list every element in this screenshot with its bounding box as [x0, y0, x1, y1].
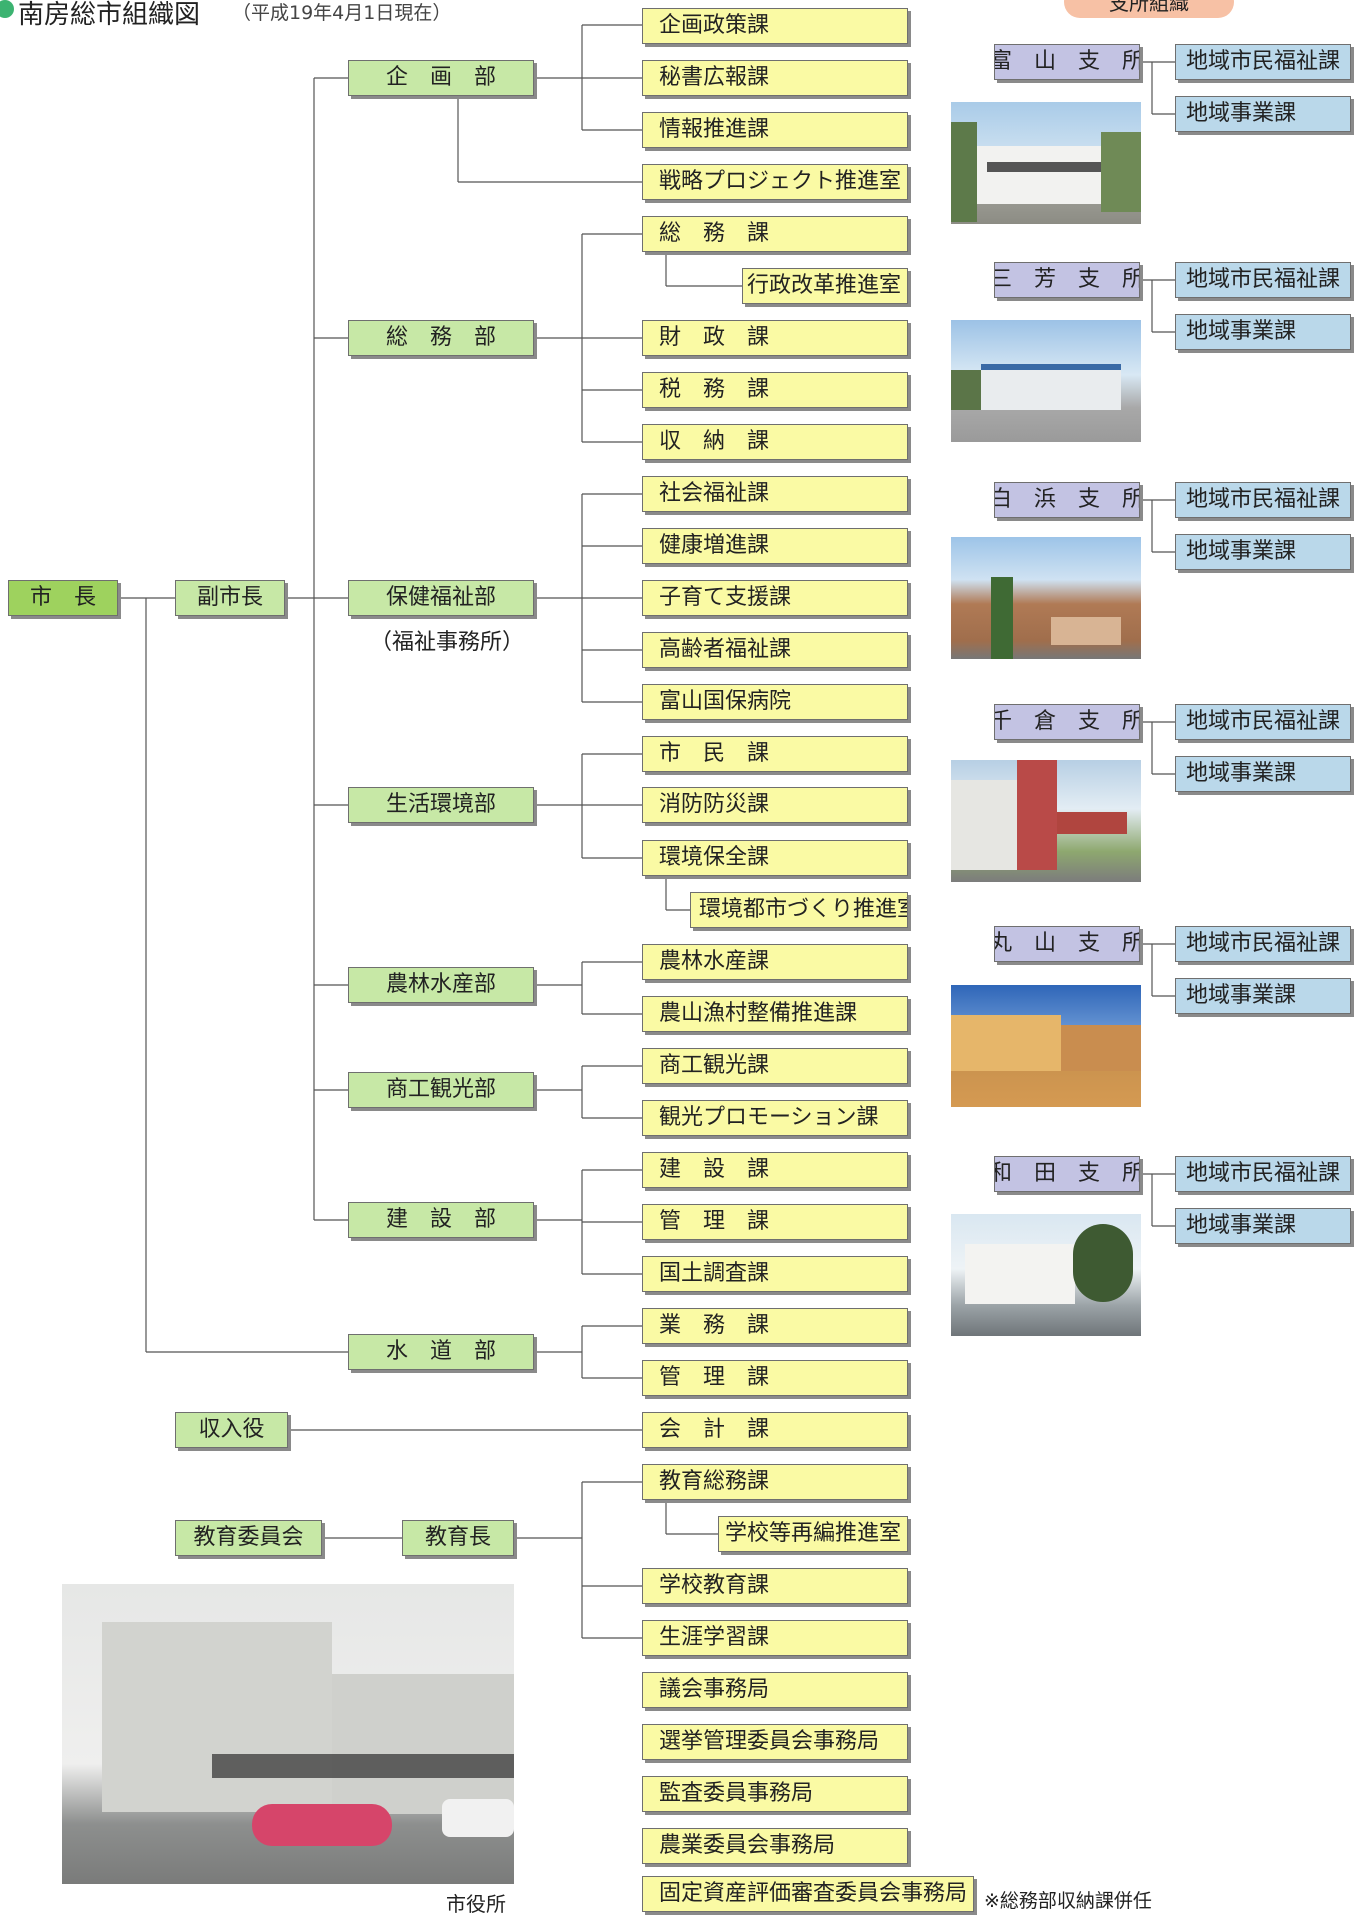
section-box: 学校教育課	[642, 1568, 908, 1604]
section-box: 市 民 課	[642, 736, 908, 772]
branch-welfare-section: 地域市民福祉課	[1175, 1156, 1351, 1192]
section-box: 収 納 課	[642, 424, 908, 460]
section-box: 総 務 課	[642, 216, 908, 252]
section-box: 情報推進課	[642, 112, 908, 148]
section-box: 消防防災課	[642, 787, 908, 823]
dept-seikatsu: 生活環境部	[348, 787, 534, 823]
branch-business-section: 地域事業課	[1175, 756, 1351, 792]
branch-welfare-section: 地域市民福祉課	[1175, 262, 1351, 298]
section-box: 商工観光課	[642, 1048, 908, 1084]
section-box: 生涯学習課	[642, 1620, 908, 1656]
dept-hoken: 保健福祉部	[348, 580, 534, 616]
branch-shirahama: 白 浜 支 所	[994, 482, 1140, 518]
office-box: 学校等再編推進室	[718, 1516, 908, 1552]
section-box: 農業委員会事務局	[642, 1828, 908, 1864]
branch-business-section: 地域事業課	[1175, 314, 1351, 350]
branch-welfare-section: 地域市民福祉課	[1175, 926, 1351, 962]
shirahama-branch-photo	[951, 537, 1141, 659]
section-box: 子育て支援課	[642, 580, 908, 616]
section-box: 選挙管理委員会事務局	[642, 1724, 908, 1760]
section-box: 戦略プロジェクト推進室	[642, 164, 908, 200]
mayor-box: 市 長	[8, 580, 118, 616]
branch-welfare-section: 地域市民福祉課	[1175, 704, 1351, 740]
branch-chikura: 千 倉 支 所	[994, 704, 1140, 740]
education-board-box: 教育委員会	[175, 1520, 322, 1556]
city-hall-caption: 市役所	[446, 1892, 506, 1916]
dept-norin: 農林水産部	[348, 967, 534, 1003]
section-box: 建 設 課	[642, 1152, 908, 1188]
section-box: 社会福祉課	[642, 476, 908, 512]
office-box: 環境都市づくり推進室	[690, 892, 908, 928]
branch-business-section: 地域事業課	[1175, 534, 1351, 570]
footnote: ※総務部収納課併任	[984, 1890, 1152, 1912]
dept-suido: 水 道 部	[348, 1334, 534, 1370]
section-box: 国土調査課	[642, 1256, 908, 1292]
branch-wada: 和 田 支 所	[994, 1156, 1140, 1192]
superintendent-box: 教育長	[402, 1520, 514, 1556]
branch-welfare-section: 地域市民福祉課	[1175, 44, 1351, 80]
section-box: 企画政策課	[642, 8, 908, 44]
wada-branch-photo	[951, 1214, 1141, 1336]
dept-somu: 総 務 部	[348, 320, 534, 356]
dept-shoko: 商工観光部	[348, 1072, 534, 1108]
branch-tomiyama: 富 山 支 所	[994, 44, 1140, 80]
section-box: 観光プロモーション課	[642, 1100, 908, 1136]
page-date: （平成19年4月1日現在）	[232, 2, 452, 24]
branch-heading: 支所組織	[1064, 0, 1234, 18]
section-box: 会 計 課	[642, 1412, 908, 1448]
section-box: 富山国保病院	[642, 684, 908, 720]
section-box: 税 務 課	[642, 372, 908, 408]
dept-kensetsu: 建 設 部	[348, 1202, 534, 1238]
treasurer-box: 収入役	[175, 1412, 288, 1448]
branch-maruyama: 丸 山 支 所	[994, 926, 1140, 962]
office-box: 行政改革推進室	[742, 268, 908, 304]
title-bullet-icon	[0, 0, 14, 18]
branch-welfare-section: 地域市民福祉課	[1175, 482, 1351, 518]
section-box: 議会事務局	[642, 1672, 908, 1708]
section-box: 農林水産課	[642, 944, 908, 980]
deputy-mayor-box: 副市長	[175, 580, 285, 616]
page-title: 南房総市組織図	[18, 0, 201, 30]
section-box: 教育総務課	[642, 1464, 908, 1500]
chikura-branch-photo	[951, 760, 1141, 882]
tomiyama-branch-photo	[951, 102, 1141, 224]
dept-hoken-note: （福祉事務所）	[370, 630, 525, 655]
section-box: 業 務 課	[642, 1308, 908, 1344]
section-box: 固定資産評価審査委員会事務局	[642, 1876, 974, 1912]
section-box: 監査委員事務局	[642, 1776, 908, 1812]
section-box: 農山漁村整備推進課	[642, 996, 908, 1032]
branch-business-section: 地域事業課	[1175, 978, 1351, 1014]
branch-miyoshi: 三 芳 支 所	[994, 262, 1140, 298]
section-box: 健康増進課	[642, 528, 908, 564]
maruyama-branch-photo	[951, 985, 1141, 1107]
dept-kikaku: 企 画 部	[348, 60, 534, 96]
section-box: 管 理 課	[642, 1360, 908, 1396]
miyoshi-branch-photo	[951, 320, 1141, 442]
branch-business-section: 地域事業課	[1175, 1208, 1351, 1244]
branch-business-section: 地域事業課	[1175, 96, 1351, 132]
section-box: 高齢者福祉課	[642, 632, 908, 668]
section-box: 管 理 課	[642, 1204, 908, 1240]
section-box: 秘書広報課	[642, 60, 908, 96]
section-box: 財 政 課	[642, 320, 908, 356]
section-box: 環境保全課	[642, 840, 908, 876]
city-hall-photo	[62, 1584, 514, 1884]
